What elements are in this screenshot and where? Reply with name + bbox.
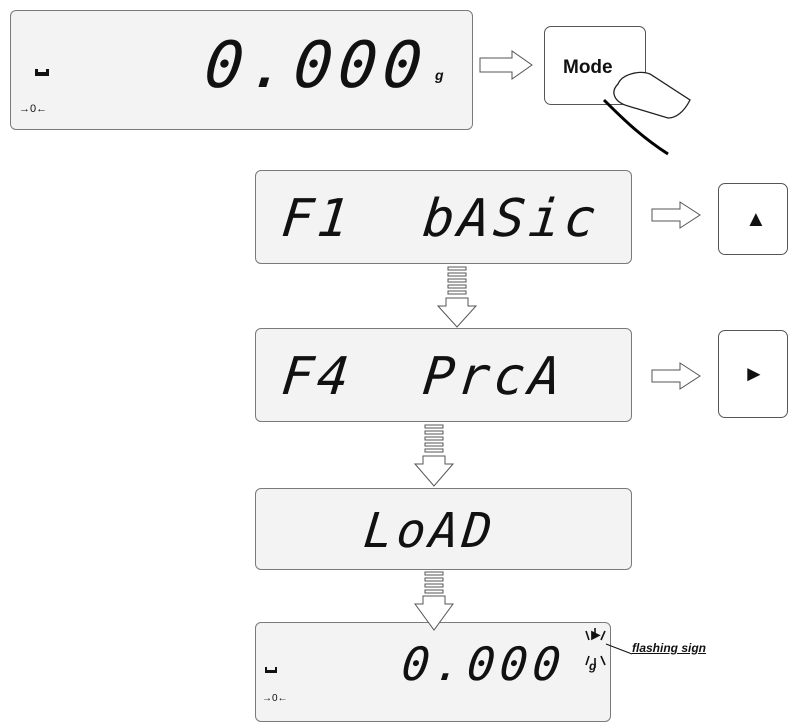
display-f4-prca: F4 PrcA bbox=[255, 328, 632, 422]
right-arrow-icon bbox=[651, 362, 701, 390]
flash-arrow-icon: ► bbox=[588, 627, 604, 644]
right-arrow-icon bbox=[651, 201, 701, 229]
flashing-sign-label: flashing sign bbox=[632, 641, 707, 655]
down-arrow-icon bbox=[436, 266, 478, 328]
zero-indicator: →0← bbox=[19, 103, 48, 115]
down-arrow-icon bbox=[413, 424, 455, 487]
annotation-leader-line bbox=[605, 643, 633, 655]
unit-label: g bbox=[435, 67, 444, 83]
display-f1-basic: F1 bASic bbox=[255, 170, 632, 264]
up-arrow-button[interactable]: ▲ bbox=[718, 183, 788, 255]
stability-icon bbox=[35, 69, 49, 76]
display-result: →0← 0.000 ► g bbox=[255, 622, 611, 722]
right-arrow-icon: ► bbox=[743, 361, 765, 386]
display-load: LoAD bbox=[255, 488, 632, 570]
stability-icon bbox=[265, 667, 277, 673]
finger-icon bbox=[602, 71, 691, 156]
zero-indicator: →0← bbox=[262, 693, 288, 704]
right-arrow-icon bbox=[479, 50, 533, 80]
display-initial: →0← 0.000 g bbox=[10, 10, 473, 130]
unit-label: g bbox=[589, 659, 597, 673]
flash-rays-icon bbox=[585, 628, 606, 668]
mode-button-label: Mode bbox=[563, 57, 613, 78]
down-arrow-icon bbox=[414, 571, 454, 631]
up-arrow-icon: ▲ bbox=[745, 206, 767, 231]
right-arrow-button[interactable]: ► bbox=[718, 330, 788, 418]
